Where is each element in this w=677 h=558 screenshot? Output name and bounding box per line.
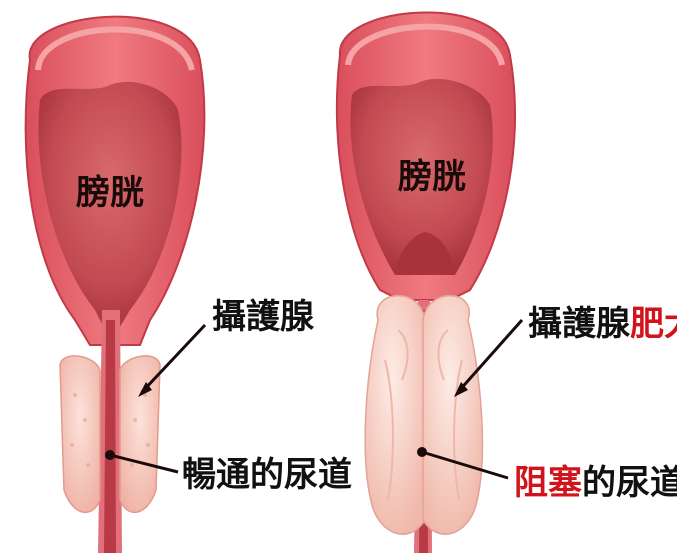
enlarged-prostate-label: 攝護腺肥大 (528, 307, 677, 341)
enlarged-prostate-label-text: 攝護腺 (528, 304, 630, 344)
normal-urethra-label: 暢通的尿道 (182, 458, 352, 492)
normal-bladder-label: 膀胱 (76, 176, 144, 210)
obstructed-urethra-label-text: 的尿道 (582, 463, 677, 503)
enlarged-prostate-highlight: 肥大 (630, 304, 677, 344)
enlarged-prostate (365, 296, 482, 535)
obstructed-urethra-highlight: 阻塞 (514, 463, 582, 503)
obstructed-urethra-label: 阻塞的尿道 (514, 466, 677, 500)
normal-prostate-label: 攝護腺 (212, 300, 314, 334)
enlarged-bladder-label: 膀胱 (398, 160, 466, 194)
